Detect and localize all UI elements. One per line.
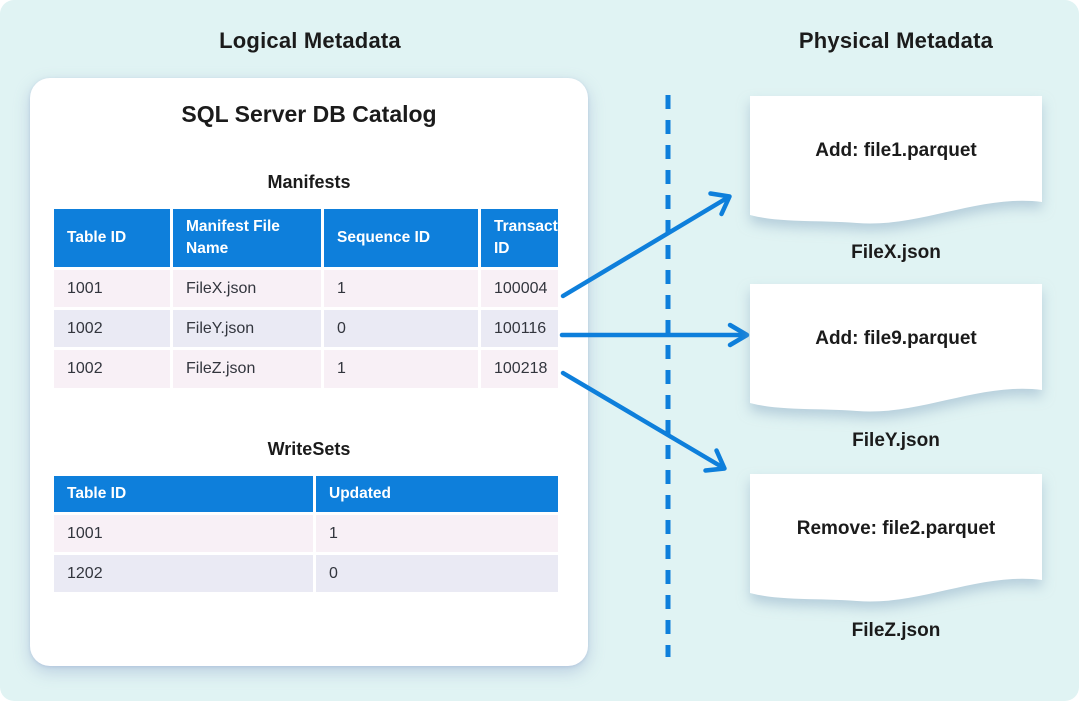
sql-catalog-card: SQL Server DB Catalog Manifests Table ID… — [30, 78, 588, 666]
manifests-table-title: Manifests — [267, 172, 351, 192]
logical-metadata-heading: Logical Metadata — [219, 28, 401, 53]
table-cell: FileX.json — [170, 266, 324, 311]
doc-action-text: Add: file1.parquet — [815, 140, 977, 161]
table-cell: 0 — [321, 307, 481, 351]
table-cell: 1 — [321, 266, 481, 311]
table-cell: 1 — [321, 347, 481, 391]
table-cell: 1002 — [51, 347, 173, 391]
column-header: Table ID — [51, 473, 316, 515]
physical-metadata-heading: Physical Metadata — [798, 28, 994, 53]
column-header: Table ID — [51, 206, 173, 270]
document-shape-icon — [750, 96, 1042, 224]
catalog-title: SQL Server DB Catalog — [181, 101, 437, 127]
doc-action-text: Add: file9.parquet — [815, 328, 977, 349]
doc-file-label: FileY.json — [852, 430, 940, 451]
manifest-doc-filex: Add: file1.parquet FileX.json — [750, 96, 1042, 276]
table-cell: 100218 — [478, 347, 561, 391]
document-shape-icon — [750, 284, 1042, 412]
writesets-table-title: WriteSets — [267, 439, 351, 459]
column-header: Manifest File Name — [170, 206, 324, 270]
manifest-doc-filey: Add: file9.parquet FileY.json — [750, 284, 1042, 464]
document-shape-icon — [750, 474, 1042, 602]
table-cell: FileY.json — [170, 307, 324, 351]
table-cell: 1001 — [51, 266, 173, 311]
table-cell: 1202 — [51, 552, 316, 596]
table-cell: 1001 — [51, 511, 316, 556]
column-header: Updated — [313, 473, 561, 515]
table-cell: 1 — [313, 511, 561, 556]
manifest-doc-filez: Remove: file2.parquet FileZ.json — [750, 474, 1042, 654]
doc-action-text: Remove: file2.parquet — [796, 518, 996, 539]
table-cell: 100116 — [478, 307, 561, 351]
column-header: Transaction ID — [478, 206, 561, 270]
column-header: Sequence ID — [321, 206, 481, 270]
doc-file-label: FileZ.json — [851, 620, 941, 641]
table-cell: 100004 — [478, 266, 561, 311]
table-cell: 1002 — [51, 307, 173, 351]
doc-file-label: FileX.json — [851, 242, 941, 263]
table-cell: FileZ.json — [170, 347, 324, 391]
table-cell: 0 — [313, 552, 561, 596]
